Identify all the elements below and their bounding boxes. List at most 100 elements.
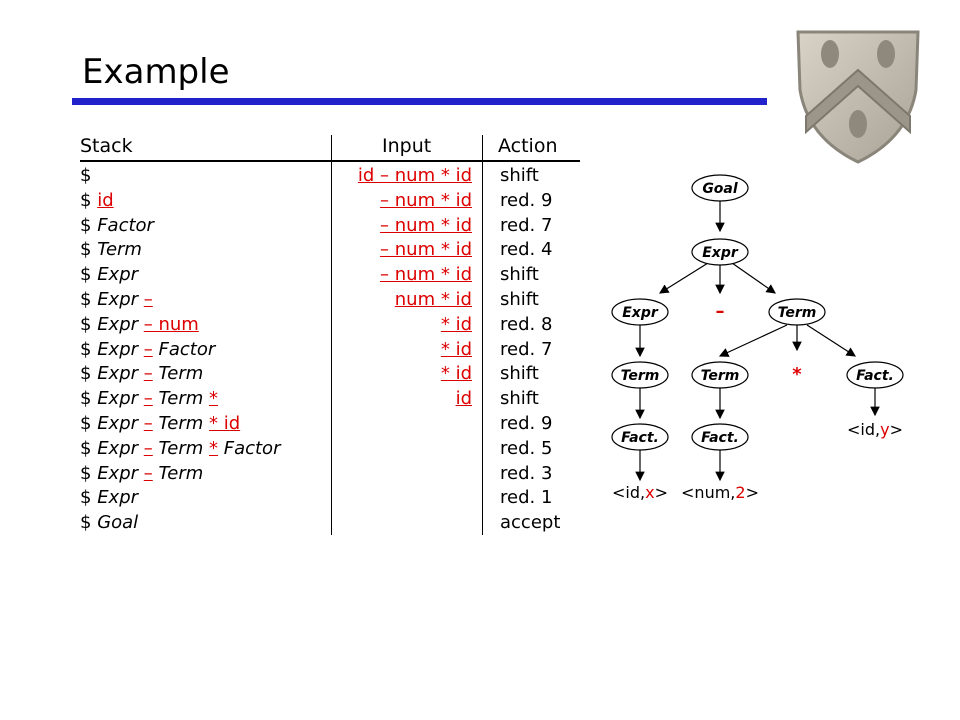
leaf-num-suffix: >: [746, 483, 759, 502]
stack-symbol: *: [209, 437, 218, 459]
tree-node-expr-left: Expr: [622, 305, 659, 321]
leaf-y-suffix: >: [890, 420, 903, 439]
stack-symbol: Term: [152, 437, 209, 459]
stack-symbol: Term: [97, 239, 142, 261]
header-input: Input: [382, 135, 432, 157]
stack-cell: $ Expr: [80, 487, 138, 508]
tree-leaf-num-2: <num,2>: [681, 483, 759, 502]
table-row: $ Expr – Term * id shift: [80, 363, 580, 388]
tree-node-star: *: [792, 364, 802, 385]
action-cell: red. 1: [500, 487, 553, 509]
column-divider: [331, 135, 332, 535]
stack-symbol: Expr: [97, 388, 144, 410]
action-cell: red. 7: [500, 338, 553, 360]
header-action: Action: [498, 135, 558, 157]
tree-node-fact-right: Fact.: [856, 368, 894, 384]
action-cell: red. 5: [500, 437, 553, 459]
stack-symbol: Expr: [97, 289, 144, 310]
stack-symbol: id: [97, 189, 114, 211]
column-divider: [482, 135, 483, 535]
stack-symbol: $: [80, 437, 98, 459]
stack-symbol: $: [80, 462, 98, 484]
action-cell: shift: [500, 289, 539, 310]
action-cell: red. 9: [500, 413, 553, 434]
stack-symbol: –: [143, 363, 153, 385]
stack-symbol: $: [80, 388, 98, 410]
stack-symbol: Expr: [97, 413, 144, 434]
stack-symbol: –: [143, 289, 153, 310]
table-row: $ Term – num * id red. 4: [80, 239, 580, 264]
stack-symbol: $: [80, 512, 98, 534]
action-cell: shift: [500, 363, 539, 385]
input-cell: – num * id: [380, 239, 472, 261]
action-cell: shift: [500, 165, 539, 186]
stack-symbol: $: [80, 338, 98, 360]
tree-node-term-right: Term: [778, 305, 817, 321]
stack-symbol: Expr: [97, 437, 144, 459]
action-cell: red. 8: [500, 313, 553, 335]
stack-symbol: – num: [143, 313, 199, 335]
stack-symbol: Expr: [97, 338, 144, 360]
stack-cell: $ Goal: [80, 512, 138, 533]
stack-symbol: $: [80, 487, 98, 509]
action-cell: red. 3: [500, 462, 553, 484]
stack-cell: $ Expr – Factor: [80, 339, 215, 360]
action-cell: red. 7: [500, 214, 553, 236]
stack-symbol: $: [80, 264, 98, 286]
stack-symbol: Expr: [97, 462, 144, 484]
stack-symbol: $: [80, 289, 98, 310]
stack-cell: $: [80, 165, 91, 186]
tree-node-fact-mid: Fact.: [701, 430, 739, 446]
stack-symbol: Expr: [97, 487, 139, 509]
stack-cell: $ Factor: [80, 215, 154, 236]
input-cell: num * id: [394, 289, 472, 310]
stack-symbol: $: [80, 165, 92, 186]
input-cell: * id: [440, 363, 472, 385]
tree-node-term-mid: Term: [701, 368, 740, 384]
stack-symbol: –: [143, 462, 153, 484]
stack-symbol: $: [80, 214, 98, 236]
input-cell: id – num * id: [357, 165, 472, 186]
stack-symbol: –: [143, 388, 153, 410]
stack-symbol: Term: [152, 388, 209, 410]
stack-symbol: –: [143, 437, 153, 459]
table-row: $ Expr – Term red. 3: [80, 463, 580, 488]
stack-cell: $ Expr – Term * Factor: [80, 438, 280, 459]
tree-node-goal: Goal: [702, 181, 738, 197]
crest-logo: [796, 30, 920, 164]
stack-symbol: $: [80, 239, 98, 261]
stack-symbol: Factor: [218, 437, 281, 459]
page-title: Example: [82, 52, 230, 92]
action-cell: red. 4: [500, 239, 553, 261]
stack-symbol: Term: [152, 413, 209, 434]
stack-cell: $ Expr – Term *: [80, 388, 218, 409]
stack-symbol: –: [143, 338, 153, 360]
stack-symbol: * id: [209, 413, 241, 434]
stack-cell: $ Expr – Term: [80, 463, 203, 484]
stack-cell: $ Expr: [80, 264, 138, 285]
stack-symbol: Expr: [97, 313, 144, 335]
stack-cell: $ Expr – Term * id: [80, 413, 240, 434]
stack-symbol: $: [80, 363, 98, 385]
stack-symbol: Factor: [97, 214, 154, 236]
header-rule: [80, 160, 580, 162]
stack-cell: $ Term: [80, 239, 142, 260]
tree-node-term-left: Term: [621, 368, 660, 384]
tree-leaf-id-x: <id,x>: [612, 483, 668, 502]
table-row: $ Expr – Term * id red. 9: [80, 413, 580, 438]
leaf-y-prefix: <id,: [847, 420, 880, 439]
stack-symbol: –: [143, 413, 153, 434]
stack-symbol: Term: [152, 462, 204, 484]
stack-symbol: Goal: [97, 512, 139, 534]
input-cell: * id: [440, 313, 472, 335]
stack-symbol: Factor: [152, 338, 216, 360]
stack-cell: $ Expr – Term: [80, 363, 203, 384]
tree-node-minus: –: [716, 301, 725, 322]
leaf-num-prefix: <num,: [681, 483, 735, 502]
